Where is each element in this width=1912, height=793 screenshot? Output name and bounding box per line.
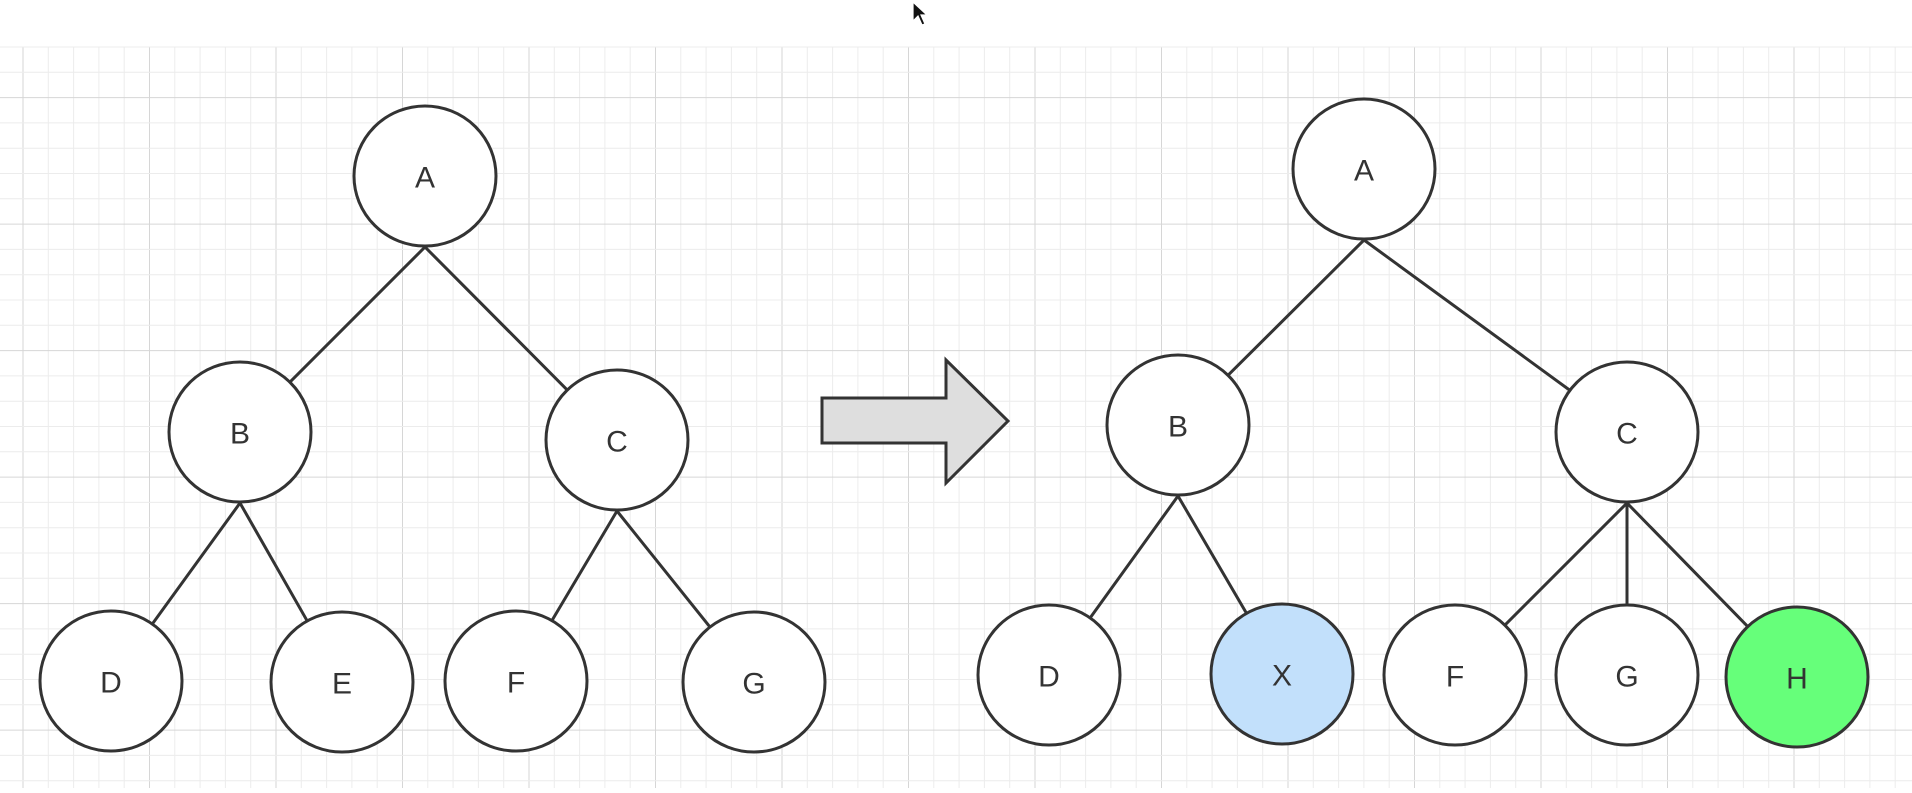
node-after-a[interactable]: A (1291, 97, 1437, 241)
node-after-d[interactable]: D (976, 603, 1122, 747)
node-label: B (1168, 411, 1188, 444)
node-after-h[interactable]: H (1724, 605, 1870, 749)
node-after-g[interactable]: G (1554, 603, 1700, 747)
edge-after-b-d[interactable] (1089, 494, 1180, 619)
node-label: F (507, 667, 525, 700)
node-label: D (1038, 661, 1060, 694)
tree-edges (151, 238, 1749, 629)
edge-before-b-e[interactable] (238, 501, 309, 622)
node-circle[interactable] (167, 360, 313, 504)
node-circle[interactable] (38, 609, 184, 753)
right-arrow-icon[interactable] (820, 356, 1011, 487)
edge-after-c-h[interactable] (1625, 501, 1749, 628)
node-circle[interactable] (443, 609, 589, 753)
edge-after-a-c[interactable] (1362, 238, 1572, 392)
node-before-c[interactable]: C (544, 368, 690, 512)
edge-before-c-f[interactable] (550, 509, 619, 622)
node-before-g[interactable]: G (681, 610, 827, 754)
node-label: F (1446, 661, 1464, 694)
node-label: A (415, 162, 435, 195)
node-label: B (230, 418, 250, 451)
tree-nodes: A B C D E F G A B C D X F G H (38, 97, 1870, 754)
node-circle[interactable] (544, 368, 690, 512)
node-circle[interactable] (1554, 360, 1700, 504)
mouse-pointer-icon (912, 0, 929, 26)
node-after-f[interactable]: F (1382, 603, 1528, 747)
node-label: E (332, 668, 352, 701)
edge-before-a-b[interactable] (288, 245, 427, 384)
node-circle[interactable] (269, 610, 415, 754)
node-circle[interactable] (1382, 603, 1528, 747)
node-circle[interactable] (681, 610, 827, 754)
node-after-x[interactable]: X (1209, 602, 1355, 746)
node-circle[interactable] (352, 104, 498, 248)
node-circle[interactable] (1209, 602, 1355, 746)
node-label: H (1786, 663, 1808, 696)
node-label: A (1354, 155, 1374, 188)
node-before-d[interactable]: D (38, 609, 184, 753)
node-circle[interactable] (1724, 605, 1870, 749)
node-circle[interactable] (1554, 603, 1700, 747)
node-label: X (1272, 660, 1292, 693)
node-after-c[interactable]: C (1554, 360, 1700, 504)
node-label: C (606, 426, 628, 459)
edge-after-b-x[interactable] (1176, 494, 1248, 615)
node-after-b[interactable]: B (1105, 353, 1251, 497)
edge-before-b-d[interactable] (151, 501, 242, 626)
node-before-a[interactable]: A (352, 104, 498, 248)
node-circle[interactable] (976, 603, 1122, 747)
edge-after-a-b[interactable] (1226, 238, 1366, 377)
node-label: D (100, 667, 122, 700)
node-circle[interactable] (1105, 353, 1251, 497)
edge-after-c-f[interactable] (1503, 501, 1629, 627)
node-label: C (1616, 418, 1638, 451)
edge-before-a-c[interactable] (423, 245, 569, 392)
node-label: G (742, 668, 765, 701)
node-circle[interactable] (1291, 97, 1437, 241)
node-before-f[interactable]: F (443, 609, 589, 753)
edge-before-c-g[interactable] (615, 509, 712, 629)
node-before-e[interactable]: E (269, 610, 415, 754)
node-label: G (1615, 661, 1638, 694)
node-before-b[interactable]: B (167, 360, 313, 504)
